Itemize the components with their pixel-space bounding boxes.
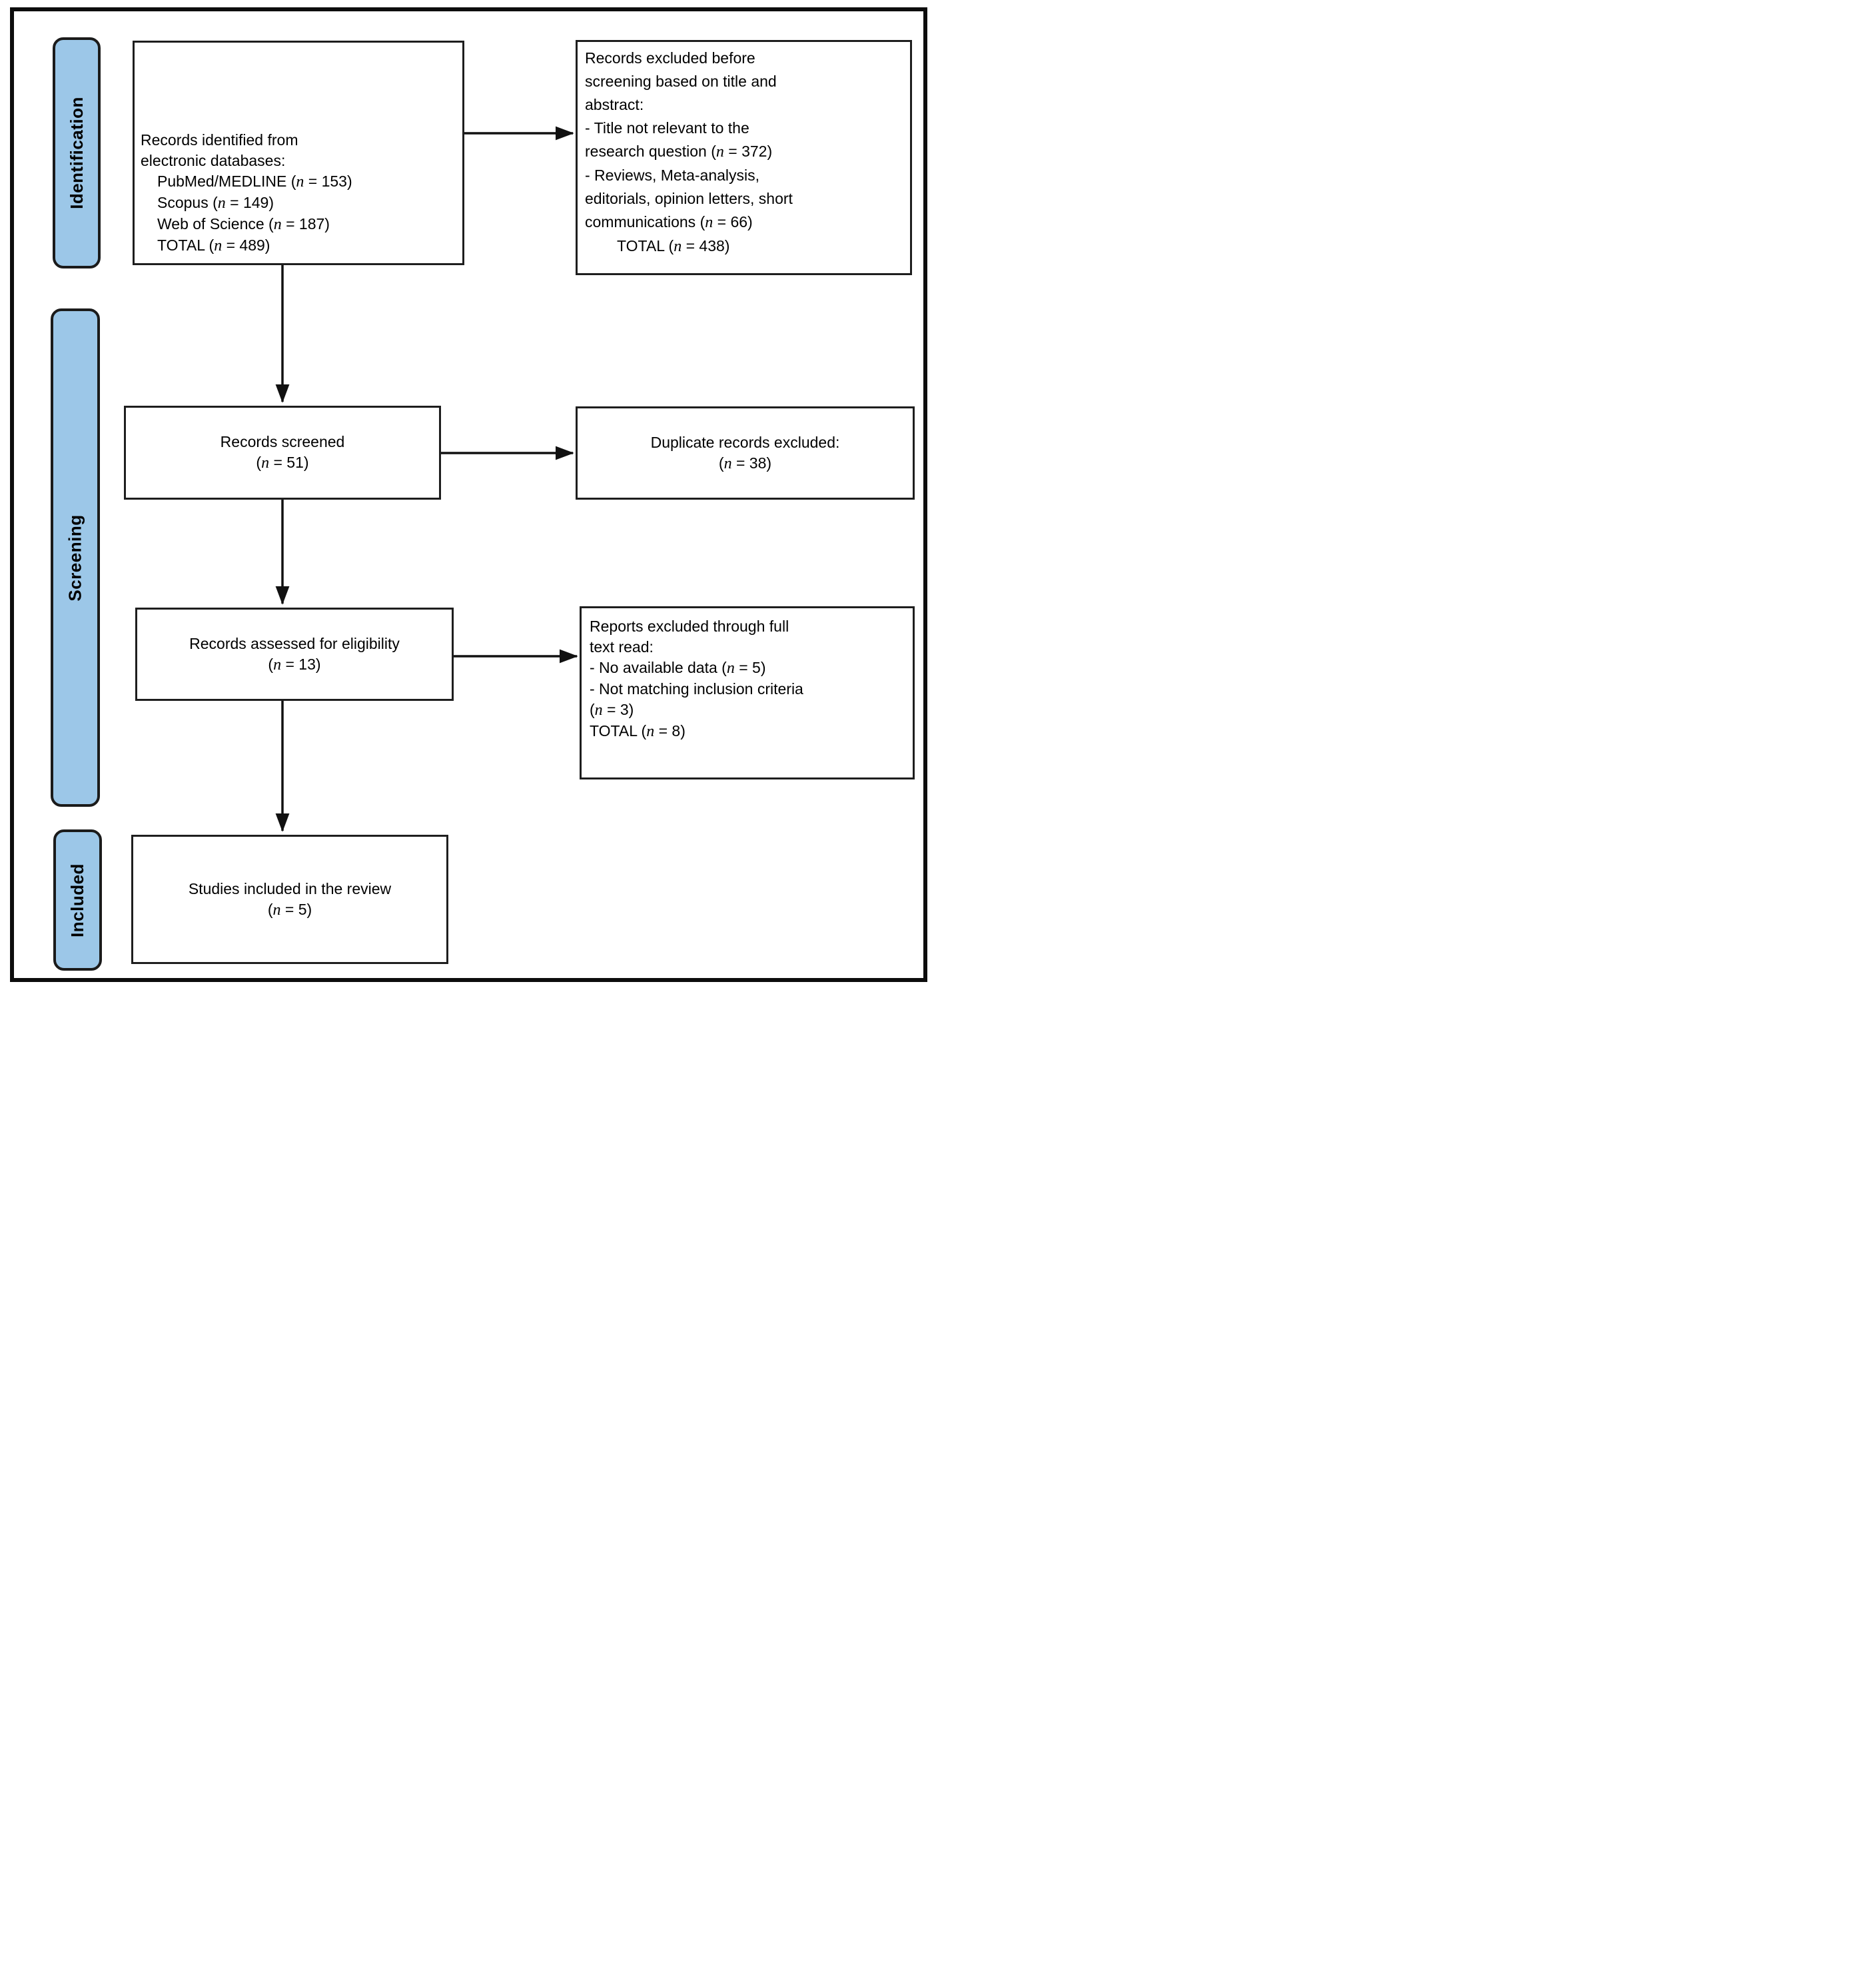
box-studies-included: Studies included in the review (n = 5) (131, 835, 448, 964)
text-line: Scopus (n = 149) (157, 194, 274, 212)
text-line: (n = 13) (268, 655, 321, 674)
stage-label-identification: Identification (53, 37, 101, 268)
text-line: - Not matching inclusion criteria (590, 680, 803, 698)
text-line: TOTAL (n = 8) (590, 722, 686, 740)
box-records-screened: Records screened (n = 51) (124, 406, 441, 500)
diagram-frame: Identification Screening Included Record… (10, 7, 927, 982)
text-line: Reports excluded through full (590, 618, 789, 635)
text-line: PubMed/MEDLINE (n = 153) (157, 173, 352, 191)
text-line: - Title not relevant to the (585, 119, 749, 137)
text-line: text read: (590, 638, 654, 656)
stage-label-identification-text: Identification (66, 97, 87, 209)
text-line: - No available data (n = 5) (590, 659, 766, 677)
box-records-identified: Records identified from electronic databa… (133, 41, 464, 265)
box-reports-excluded-fulltext: Reports excluded through full text read: -… (580, 606, 915, 779)
text-line: TOTAL (n = 489) (157, 237, 270, 254)
box-records-excluded-before-screening: Records excluded before screening based o… (576, 40, 912, 275)
text-line: (n = 3) (590, 701, 634, 719)
stage-label-included: Included (53, 829, 102, 971)
text-line: TOTAL (n = 438) (617, 237, 730, 255)
stage-label-screening-text: Screening (65, 514, 85, 602)
text-line: Records screened (220, 433, 345, 450)
text-line: communications (n = 66) (585, 213, 753, 231)
text-line: Studies included in the review (188, 879, 392, 897)
text-line: screening based on title and (585, 73, 777, 90)
text-line: Duplicate records excluded: (650, 433, 840, 451)
text-line: Records identified from (141, 131, 298, 149)
text-line: (n = 38) (718, 454, 772, 472)
text-line: Records assessed for eligibility (189, 634, 400, 652)
text-line: abstract: (585, 96, 644, 113)
box-duplicate-records-excluded: Duplicate records excluded: (n = 38) (576, 406, 915, 500)
prisma-flow-diagram: Identification Screening Included Record… (0, 0, 936, 994)
text-line: editorials, opinion letters, short (585, 190, 793, 207)
text-line: - Reviews, Meta-analysis, (585, 167, 760, 184)
text-line: electronic databases: (141, 152, 286, 169)
stage-label-included-text: Included (67, 863, 87, 937)
text-line: Web of Science (n = 187) (157, 215, 330, 233)
text-line: Records excluded before (585, 49, 755, 67)
text-line: (n = 51) (256, 454, 309, 472)
box-records-assessed-eligibility: Records assessed for eligibility (n = 13) (135, 608, 454, 701)
stage-label-screening: Screening (51, 308, 100, 807)
text-line: (n = 5) (267, 900, 312, 919)
text-line: research question (n = 372) (585, 143, 773, 161)
